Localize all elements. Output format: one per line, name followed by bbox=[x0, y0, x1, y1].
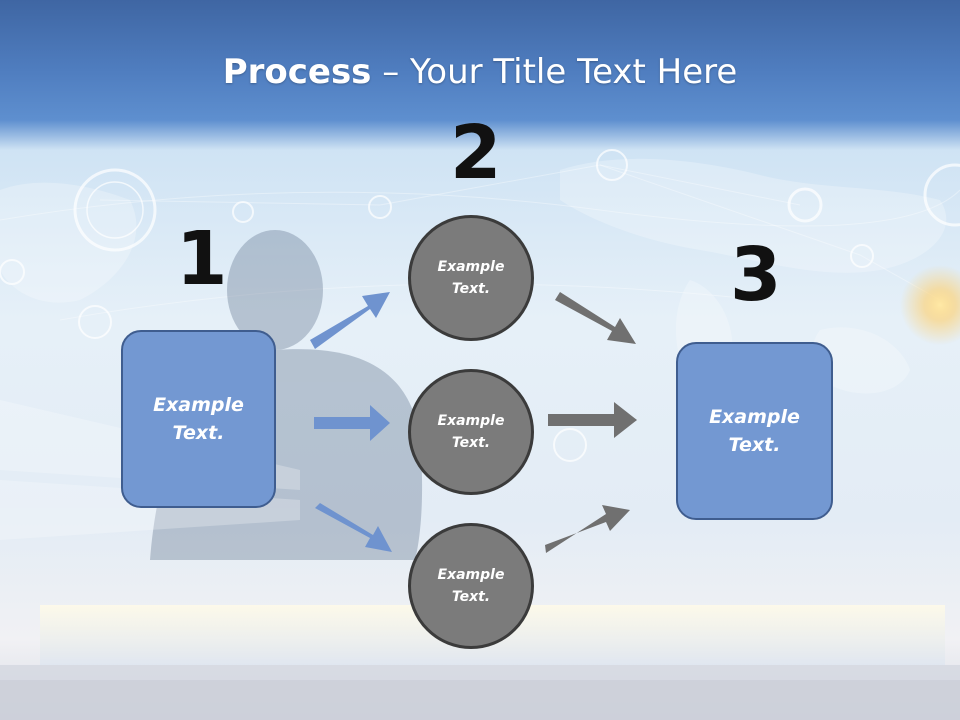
title-bold: Process bbox=[222, 52, 372, 92]
circle-middle-text: Example Text. bbox=[437, 412, 505, 451]
step-number-1: 1 bbox=[176, 216, 228, 302]
left-step-box: Example Text. bbox=[121, 330, 276, 508]
right-step-text: Example Text. bbox=[709, 405, 800, 457]
step-number-2: 2 bbox=[450, 110, 502, 196]
circle-top: Example Text. bbox=[408, 215, 534, 341]
right-step-box: Example Text. bbox=[676, 342, 833, 520]
arrow-gray-mid bbox=[548, 402, 637, 438]
circle-middle: Example Text. bbox=[408, 369, 534, 495]
step-number-3: 3 bbox=[730, 232, 782, 318]
circle-top-text: Example Text. bbox=[437, 258, 505, 297]
title-rest: – Your Title Text Here bbox=[371, 52, 738, 92]
circle-bottom: Example Text. bbox=[408, 523, 534, 649]
arrow-blue-down bbox=[315, 503, 392, 552]
circle-bottom-text: Example Text. bbox=[437, 566, 505, 605]
arrow-blue-mid bbox=[314, 405, 390, 441]
left-step-text: Example Text. bbox=[153, 393, 244, 445]
slide-title: Process – Your Title Text Here bbox=[0, 52, 960, 92]
arrow-gray-down bbox=[545, 505, 630, 553]
arrow-blue-up bbox=[310, 292, 390, 349]
arrow-gray-up bbox=[555, 292, 636, 344]
